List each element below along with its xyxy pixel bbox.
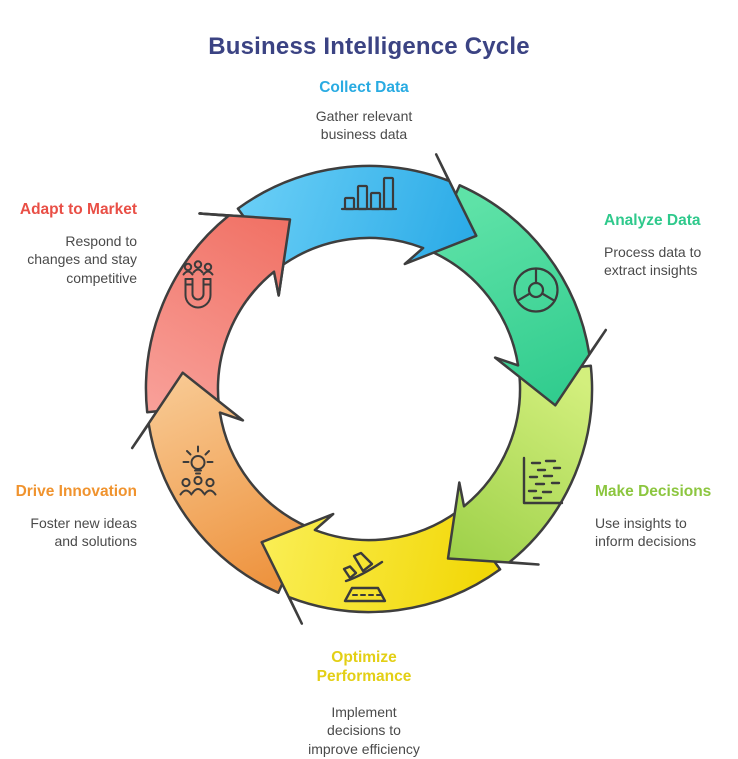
step-description-drive-innovation: Foster new ideas and solutions xyxy=(30,514,137,550)
step-analyze-data: Analyze Data Process data to extract ins… xyxy=(604,212,738,280)
arrow-analyze-data xyxy=(429,184,608,407)
step-description-make-decisions: Use insights to inform decisions xyxy=(595,514,697,550)
step-label-drive-innovation: Drive Innovation xyxy=(15,483,137,500)
step-description-analyze-data: Process data to extract insights xyxy=(604,243,702,279)
scatter-chart-icon xyxy=(522,456,564,505)
page-title: Business Intelligence Cycle xyxy=(208,33,530,61)
step-label-analyze-data: Analyze Data xyxy=(604,212,701,229)
step-description-adapt-to-market: Respond to changes and stay competitive xyxy=(27,232,137,286)
arrow-drive-innovation xyxy=(130,371,309,594)
arrow-optimize-performance xyxy=(260,509,502,625)
step-label-optimize-performance: Optimize Performance xyxy=(316,649,412,685)
step-label-make-decisions: Make Decisions xyxy=(595,483,712,500)
step-label-collect-data: Collect Data xyxy=(319,79,409,96)
step-collect-data: Collect Data Gather relevant business da… xyxy=(244,79,484,144)
magnet-attract-icon xyxy=(182,260,214,309)
step-description-optimize-performance: Implement decisions to improve efficienc… xyxy=(308,703,420,757)
bar-chart-icon xyxy=(340,176,398,211)
step-adapt-to-market: Adapt to Market Respond to changes and s… xyxy=(0,201,137,287)
airplane-takeoff-icon xyxy=(342,551,387,603)
step-description-collect-data: Gather relevant business data xyxy=(315,107,413,143)
arrow-make-decisions xyxy=(446,364,594,566)
step-label-adapt-to-market: Adapt to Market xyxy=(19,201,137,218)
step-optimize-performance: Optimize Performance Implement decisions… xyxy=(244,649,484,758)
arrow-collect-data xyxy=(236,153,478,269)
step-drive-innovation: Drive Innovation Foster new ideas and so… xyxy=(0,483,137,551)
step-make-decisions: Make Decisions Use insights to inform de… xyxy=(595,483,738,551)
pie-chart-icon xyxy=(513,267,559,313)
innovation-team-icon xyxy=(179,445,217,496)
